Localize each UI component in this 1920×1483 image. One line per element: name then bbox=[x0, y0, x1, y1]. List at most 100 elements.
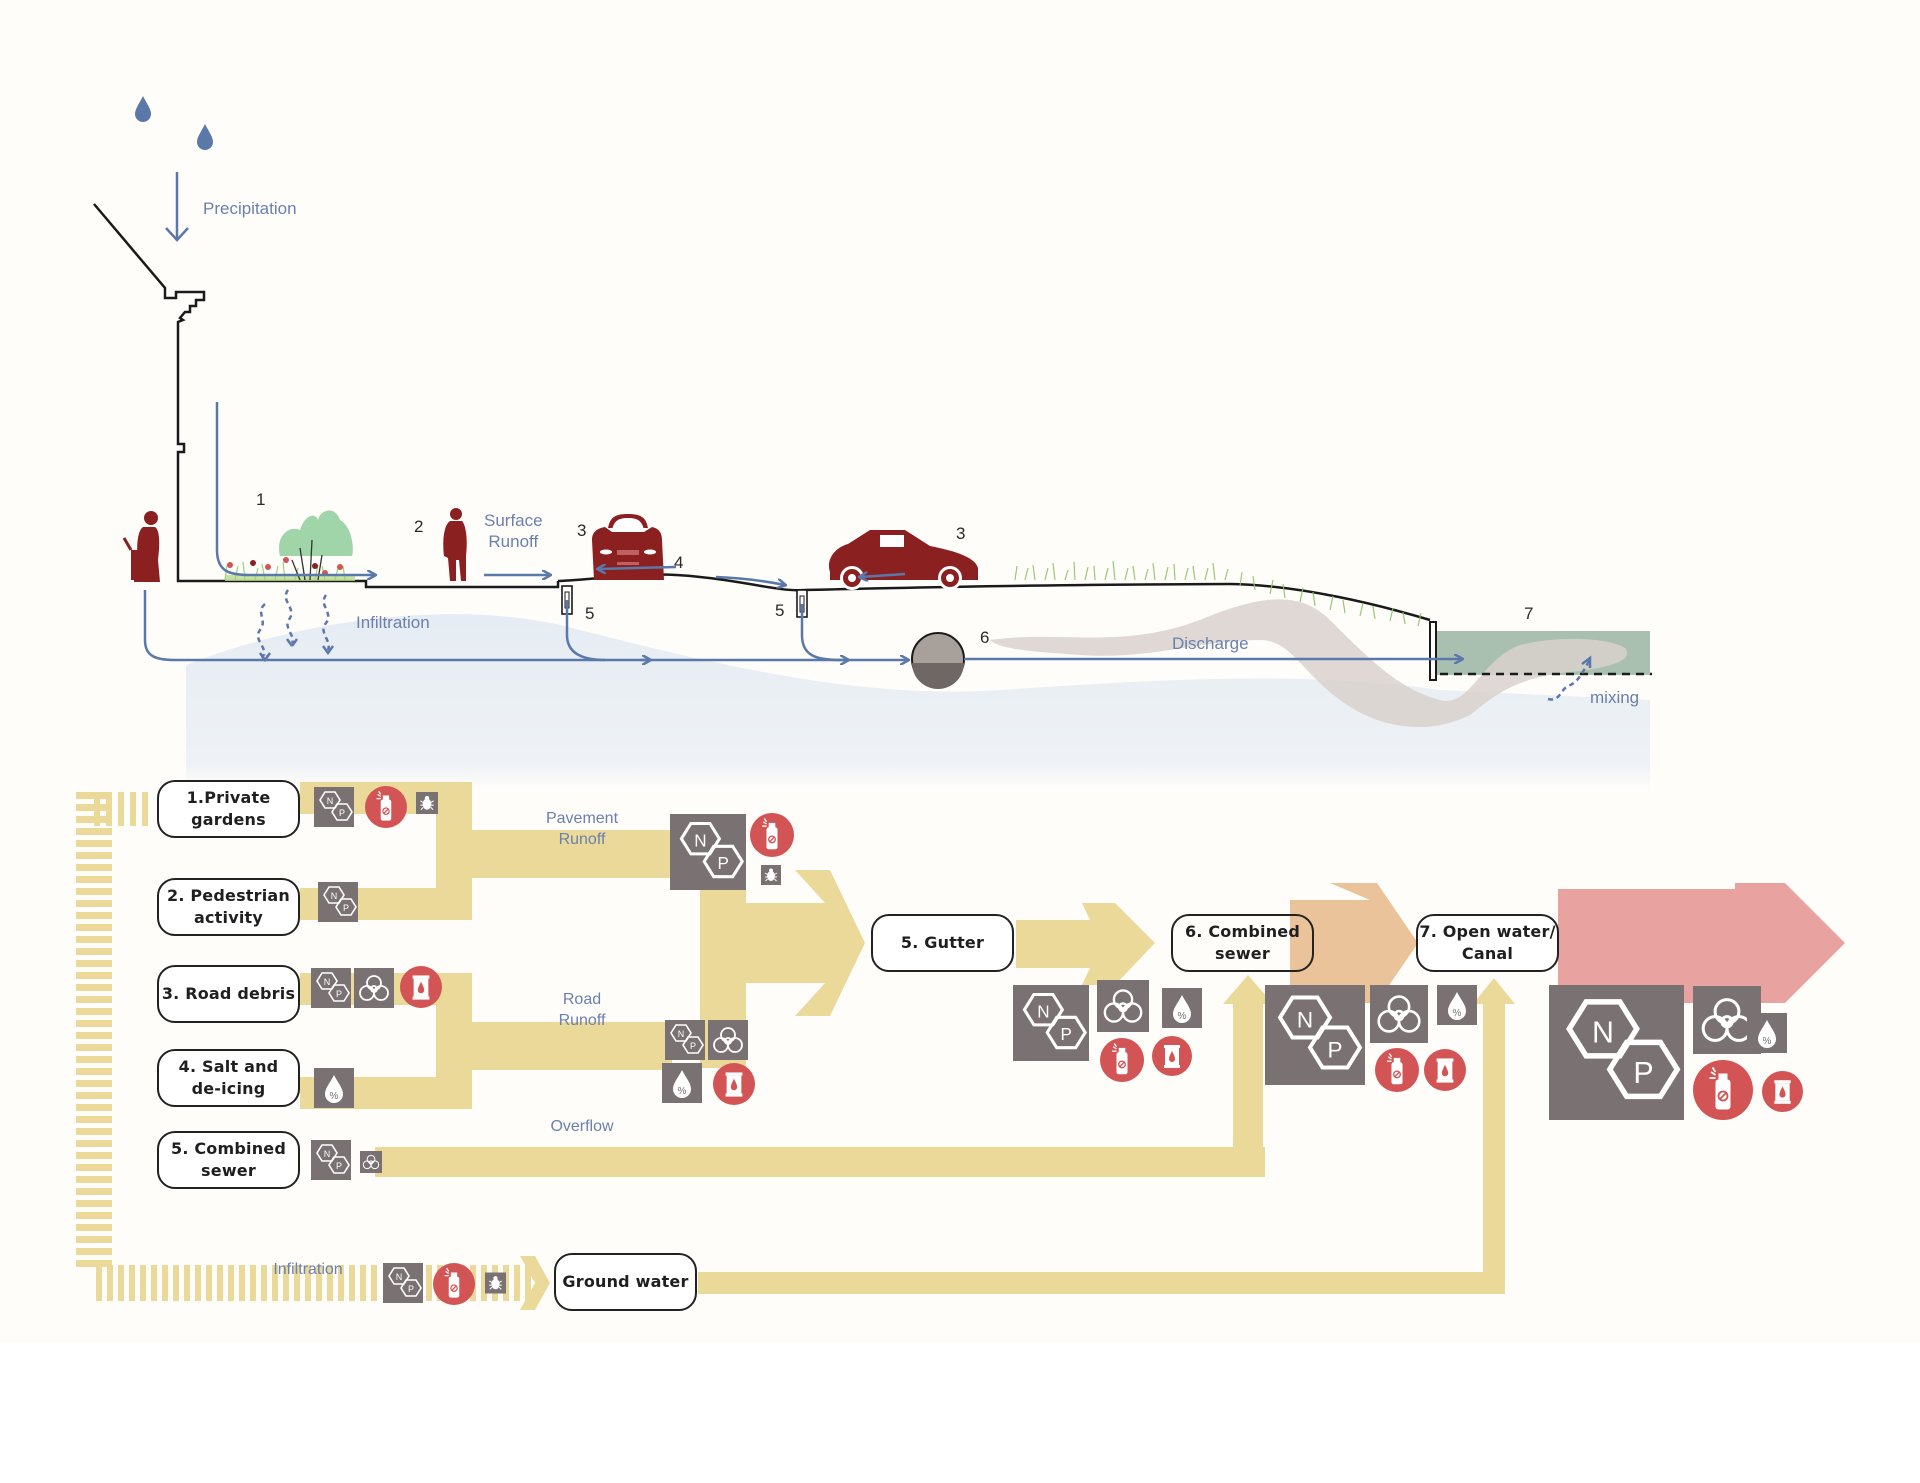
infiltration-stripe bbox=[140, 1265, 146, 1301]
nutrients-np-icon bbox=[383, 1263, 423, 1303]
surface-runoff-line1: Surface bbox=[484, 511, 543, 530]
marker-6: 6 bbox=[980, 628, 990, 647]
pesticide-spray-icon bbox=[433, 1262, 475, 1306]
road-surface bbox=[557, 573, 1431, 622]
oil-barrel-icon bbox=[1152, 1036, 1192, 1076]
biohazard-icon bbox=[1370, 985, 1428, 1043]
nutrients-np-icon bbox=[1013, 985, 1089, 1061]
salt-drop-percent-icon bbox=[1747, 1013, 1787, 1053]
rain-drop-icon bbox=[197, 124, 213, 150]
marker-2: 2 bbox=[414, 517, 424, 536]
infiltration-loop bbox=[76, 792, 550, 1310]
marker-4: 4 bbox=[674, 553, 684, 572]
groundwater-area bbox=[186, 614, 1650, 790]
oil-barrel-icon bbox=[713, 1063, 755, 1105]
infiltration-stripe bbox=[76, 960, 112, 967]
nutrients-np-icon bbox=[670, 814, 746, 890]
salt-drop-percent-icon bbox=[1162, 988, 1202, 1028]
flow-sewer-to-canal bbox=[1290, 883, 1418, 1003]
node-label-line2: Canal bbox=[1461, 944, 1514, 963]
road-runoff-line1: Road bbox=[562, 991, 602, 1008]
infiltration-stripe bbox=[338, 1265, 344, 1301]
infiltration-stripe bbox=[76, 816, 112, 823]
infiltration-stripe bbox=[76, 900, 112, 907]
infiltration-stripe bbox=[195, 1265, 201, 1301]
surface-runoff-label: Surface Runoff bbox=[484, 510, 543, 552]
infiltration-stripe bbox=[76, 1056, 112, 1063]
node-label: 5. Gutter bbox=[900, 933, 985, 952]
pollution-plume bbox=[990, 599, 1628, 727]
infiltration-stripe bbox=[76, 1224, 112, 1231]
oil-barrel-icon bbox=[400, 966, 442, 1008]
source-label-line2: de-icing bbox=[191, 1079, 266, 1098]
grass bbox=[1014, 560, 1422, 627]
infiltration-stripe bbox=[76, 1212, 112, 1219]
infiltration-stripe bbox=[239, 1265, 245, 1301]
biohazard-icon bbox=[354, 968, 394, 1008]
bug-icon bbox=[485, 1272, 506, 1294]
surface-runoff-line2: Runoff bbox=[488, 532, 539, 551]
node-ground-water: Ground water bbox=[554, 1253, 697, 1311]
nutrients-np-icon bbox=[665, 1020, 705, 1060]
infiltration-stripe bbox=[76, 864, 112, 871]
infiltration-stripe bbox=[76, 996, 112, 1003]
person-sitting-icon bbox=[122, 511, 160, 582]
source-label-line1: 2. Pedestrian bbox=[167, 886, 290, 905]
infiltration-stripe bbox=[76, 936, 112, 943]
infiltration-stripe bbox=[76, 1068, 112, 1075]
infiltration-stripe bbox=[96, 1265, 102, 1301]
infiltration-stripe bbox=[151, 1265, 157, 1301]
building-outline bbox=[93, 203, 560, 589]
infiltration-stripe bbox=[118, 792, 124, 826]
precipitation-label: Precipitation bbox=[203, 199, 297, 218]
pesticide-spray-icon bbox=[365, 786, 407, 828]
infiltration-stripe bbox=[283, 1265, 289, 1301]
infiltration-stripe bbox=[76, 972, 112, 979]
infiltration-arrows bbox=[256, 589, 1592, 701]
node-label-line1: 7. Open water/ bbox=[1419, 922, 1556, 941]
infiltration-stripe bbox=[76, 1248, 112, 1255]
infiltration-stripe bbox=[76, 1140, 112, 1147]
infiltration-stripe bbox=[76, 1032, 112, 1039]
infiltration-stripe bbox=[305, 1265, 311, 1301]
canal-wall bbox=[1429, 621, 1437, 681]
pavement-runoff-line1: Pavement bbox=[545, 810, 619, 827]
node-label: Ground water bbox=[562, 1272, 689, 1291]
infiltration-stripe bbox=[76, 1128, 112, 1135]
infiltration-stripe bbox=[76, 1176, 112, 1183]
marker-7: 7 bbox=[1524, 604, 1534, 623]
infiltration-stripe bbox=[162, 1265, 168, 1301]
mixing-label: mixing bbox=[1590, 688, 1640, 707]
node-open-water-canal: 7. Open water/ Canal bbox=[1416, 914, 1559, 972]
infiltration-stripe bbox=[142, 792, 148, 826]
infiltration-stripe bbox=[76, 1116, 112, 1123]
infiltration-stripe bbox=[76, 828, 112, 835]
pedestrian-icon bbox=[443, 508, 467, 581]
salt-drop-percent-icon bbox=[314, 1068, 354, 1108]
infiltration-stripe bbox=[316, 1265, 322, 1301]
source-label: 1.Private gardens bbox=[186, 788, 271, 829]
marker-5b: 5 bbox=[775, 601, 785, 620]
nutrients-np-icon bbox=[314, 787, 354, 827]
infiltration-flow-label: Infiltration bbox=[273, 1261, 343, 1278]
infiltration-stripe bbox=[76, 1020, 112, 1027]
infiltration-stripe bbox=[130, 792, 136, 826]
pesticide-spray-icon bbox=[1100, 1038, 1144, 1082]
infiltration-stripe bbox=[261, 1265, 267, 1301]
water-flow-arrows bbox=[143, 402, 1462, 660]
infiltration-stripe bbox=[349, 1265, 355, 1301]
infiltration-stripe bbox=[481, 1265, 487, 1301]
nutrients-np-icon bbox=[311, 1140, 351, 1180]
source-pedestrian-activity: 2. Pedestrian activity bbox=[157, 878, 300, 936]
infiltration-stripe bbox=[217, 1265, 223, 1301]
road-runoff-label: Road Runoff bbox=[532, 989, 632, 1031]
infiltration-stripe bbox=[76, 1188, 112, 1195]
overflow-label: Overflow bbox=[550, 1118, 614, 1135]
infiltration-stripe bbox=[503, 1265, 509, 1301]
marker-3: 3 bbox=[577, 521, 587, 540]
infiltration-stripe bbox=[76, 852, 112, 859]
marker-3b: 3 bbox=[956, 524, 966, 543]
infiltration-stripe bbox=[76, 1236, 112, 1243]
source-private-gardens: 1.Private gardens bbox=[157, 780, 300, 838]
